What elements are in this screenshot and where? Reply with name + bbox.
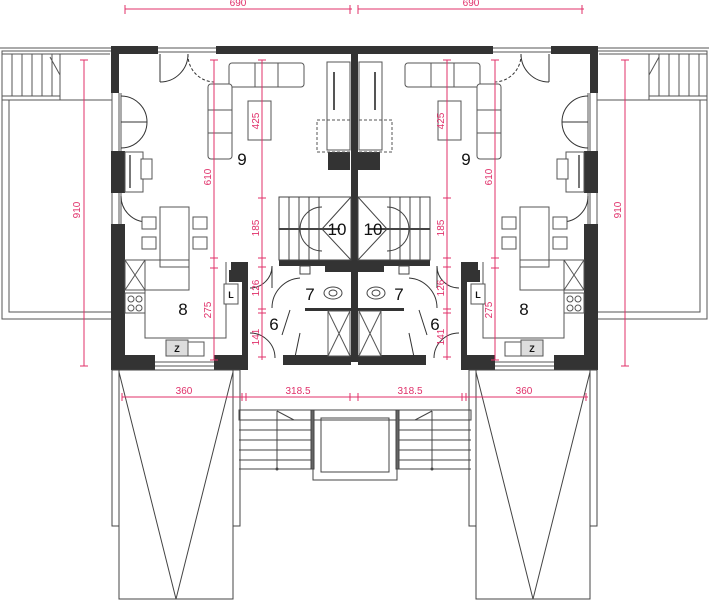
bottom-dimension-lines [121,393,588,401]
left-stair-node-icon [275,467,279,471]
dim-right-hall: 141 [436,328,447,345]
right-terrace-steps [648,54,707,101]
right-room-kitchen: 8 [519,300,528,319]
dim-right-living: 610 [484,168,495,185]
right-terrace [596,50,708,320]
dim-right-carport: 360 [516,386,533,397]
dim-top-right: 690 [463,0,480,9]
dim-right-kitchen: 275 [484,301,495,318]
right-stair-node-icon [430,467,434,471]
dim-left-living: 610 [203,168,214,185]
dim-left-hall: 141 [251,328,262,345]
right-carport [468,369,598,600]
wc-fixtures [299,265,410,300]
terrace-dimension-lines [80,59,629,367]
entry-steps [238,409,472,481]
right-fridge-label: L [475,290,481,300]
right-room-living: 9 [461,150,470,169]
left-fridge-label: L [228,290,234,300]
left-room-wc: 7 [305,285,314,304]
dim-left-stair: 185 [251,219,262,236]
dim-right-entry: 318.5 [397,386,422,397]
dim-left-terrace: 910 [72,201,83,218]
right-room-stairs: 10 [364,220,383,239]
right-room-wc: 7 [394,285,403,304]
dim-left-kitchen: 275 [203,301,214,318]
dim-right-terrace: 910 [613,201,624,218]
right-sink-label: Z [529,344,535,354]
dim-left-carport: 360 [176,386,193,397]
left-room-kitchen: 8 [178,300,187,319]
left-kitchen [124,259,351,357]
dim-right-living-inner: 425 [436,112,447,129]
left-sink-label: Z [174,344,180,354]
dim-left-entry: 318.5 [285,386,310,397]
doors [120,53,589,359]
right-living-furniture [358,61,585,268]
top-dimension-lines [124,5,584,14]
left-room-hall: 6 [269,315,278,334]
interior-stairs [278,196,431,261]
dim-right-wc: 126 [436,279,447,296]
dim-top-left: 690 [230,0,247,9]
right-kitchen [358,259,585,357]
left-living-furniture [124,61,351,268]
dim-left-living-inner: 425 [251,112,262,129]
dim-right-stair: 185 [436,219,447,236]
left-carport [111,369,241,600]
left-terrace-steps [2,54,61,101]
left-terrace [1,50,113,320]
interior-dimension-lines [210,59,499,361]
right-room-hall: 6 [430,315,439,334]
walls [111,46,598,370]
dim-left-wc: 126 [251,279,262,296]
left-room-living: 9 [237,150,246,169]
left-room-stairs: 10 [328,220,347,239]
